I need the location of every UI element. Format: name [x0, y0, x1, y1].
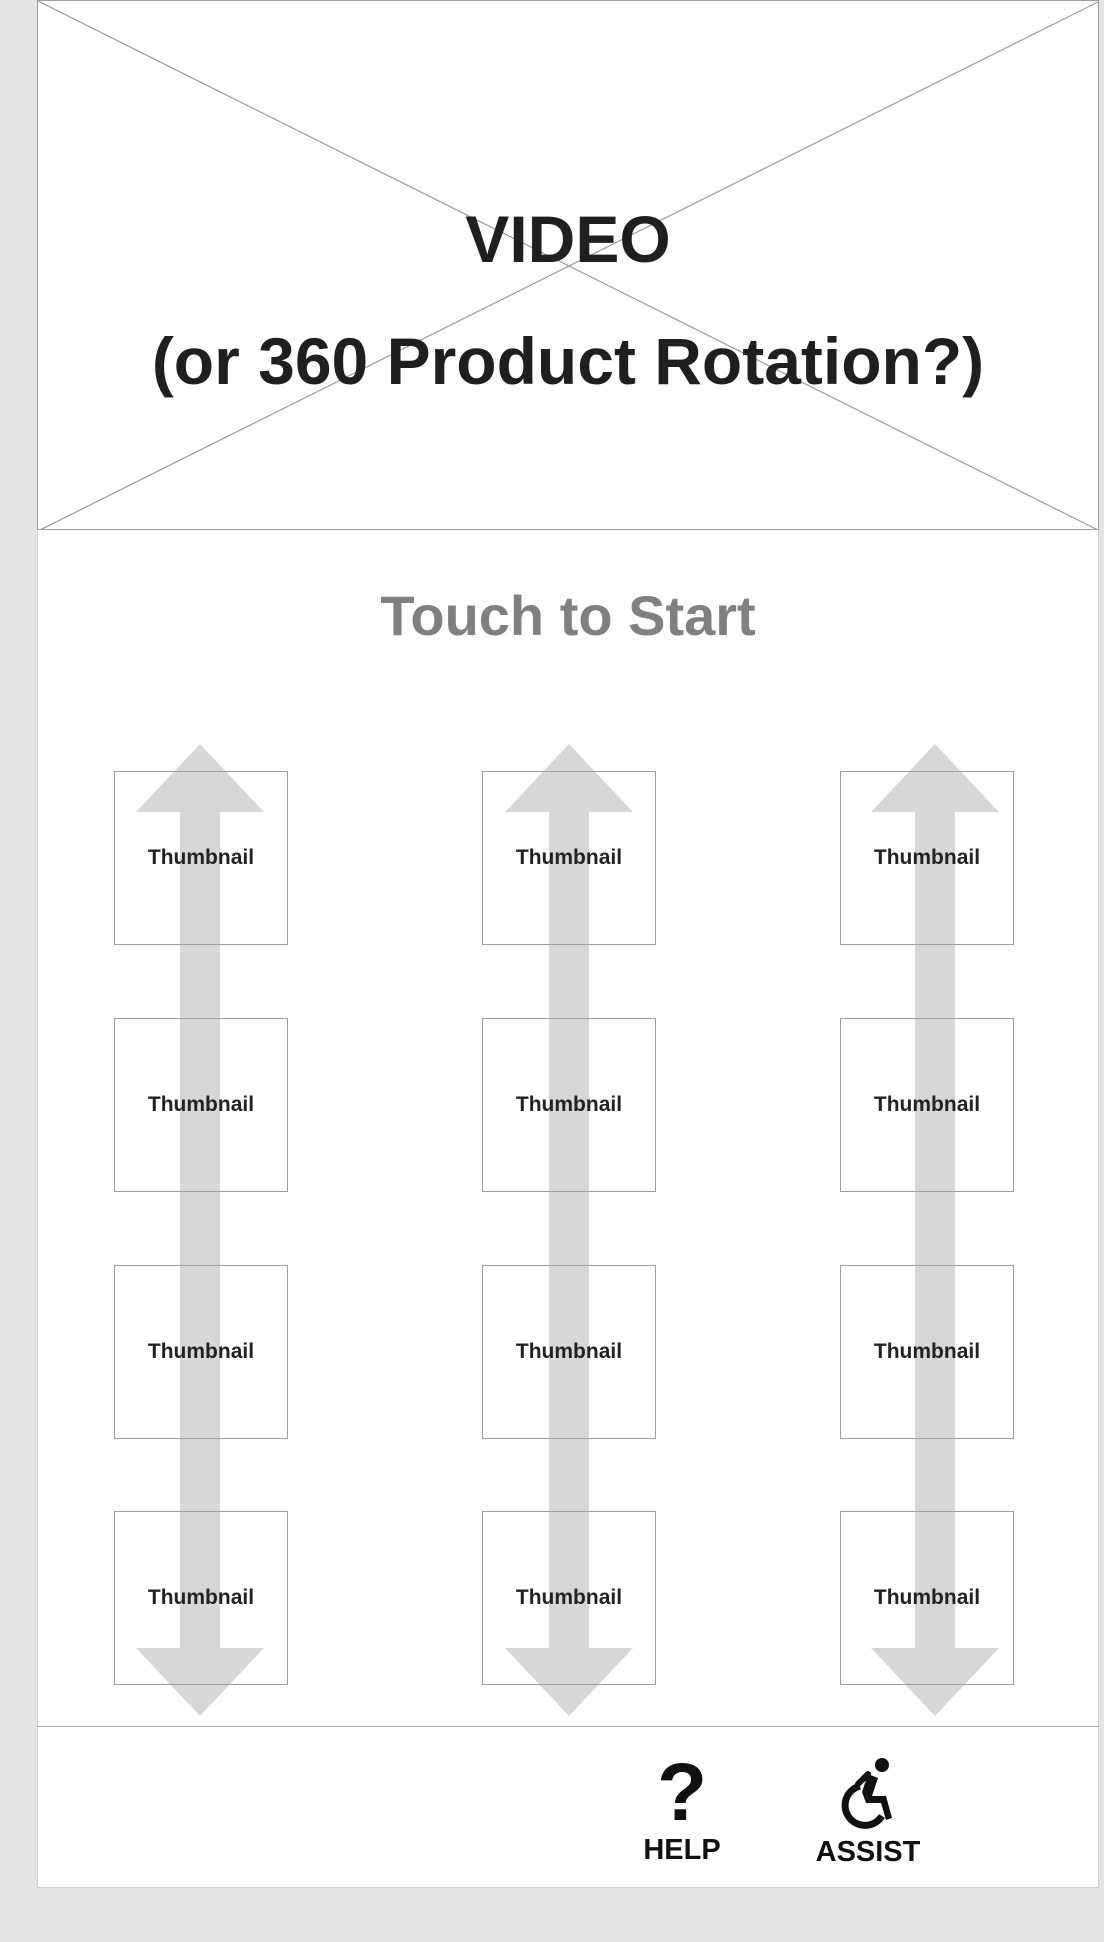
- thumbnail[interactable]: Thumbnail: [482, 771, 656, 945]
- help-button[interactable]: ? HELP: [640, 1752, 724, 1867]
- thumbnail[interactable]: Thumbnail: [840, 1511, 1014, 1685]
- assist-button[interactable]: ASSIST: [812, 1752, 924, 1869]
- video-placeholder[interactable]: VIDEO (or 360 Product Rotation?): [37, 0, 1099, 530]
- thumbnail-label: Thumbnail: [873, 1340, 981, 1363]
- thumbnail[interactable]: Thumbnail: [114, 1265, 288, 1439]
- scroll-arrow-icon[interactable]: [868, 742, 1002, 1718]
- help-label: HELP: [643, 1834, 721, 1866]
- video-subtitle: (or 360 Product Rotation?): [151, 324, 985, 398]
- scroll-arrow-icon[interactable]: [133, 742, 267, 1718]
- placeholder-cross: [38, 1, 1098, 529]
- thumbnail-label: Thumbnail: [515, 846, 623, 869]
- scroll-arrow-icon[interactable]: [502, 742, 636, 1718]
- thumbnail[interactable]: Thumbnail: [840, 771, 1014, 945]
- thumbnail-label: Thumbnail: [873, 1093, 981, 1116]
- accessibility-icon: [841, 1758, 892, 1829]
- thumbnail[interactable]: Thumbnail: [840, 1018, 1014, 1192]
- touch-to-start[interactable]: Touch to Start: [380, 584, 756, 647]
- thumbnail-label: Thumbnail: [147, 1093, 255, 1116]
- thumbnail[interactable]: Thumbnail: [482, 1018, 656, 1192]
- thumbnail-label: Thumbnail: [515, 1340, 623, 1363]
- thumbnail-label: Thumbnail: [147, 1340, 255, 1363]
- thumbnail[interactable]: Thumbnail: [482, 1511, 656, 1685]
- thumbnail-label: Thumbnail: [515, 1093, 623, 1116]
- thumbnail[interactable]: Thumbnail: [114, 771, 288, 945]
- thumbnail[interactable]: Thumbnail: [482, 1265, 656, 1439]
- video-title: VIDEO: [465, 202, 671, 276]
- thumbnail-label: Thumbnail: [515, 1586, 623, 1609]
- question-mark-icon: ?: [656, 1747, 708, 1838]
- assist-label: ASSIST: [815, 1836, 921, 1868]
- thumbnail-label: Thumbnail: [147, 1586, 255, 1609]
- thumbnail[interactable]: Thumbnail: [840, 1265, 1014, 1439]
- footer-divider: [37, 1726, 1099, 1727]
- thumbnail[interactable]: Thumbnail: [114, 1018, 288, 1192]
- thumbnail-label: Thumbnail: [147, 846, 255, 869]
- thumbnail-label: Thumbnail: [873, 846, 981, 869]
- thumbnail[interactable]: Thumbnail: [114, 1511, 288, 1685]
- thumbnail-label: Thumbnail: [873, 1586, 981, 1609]
